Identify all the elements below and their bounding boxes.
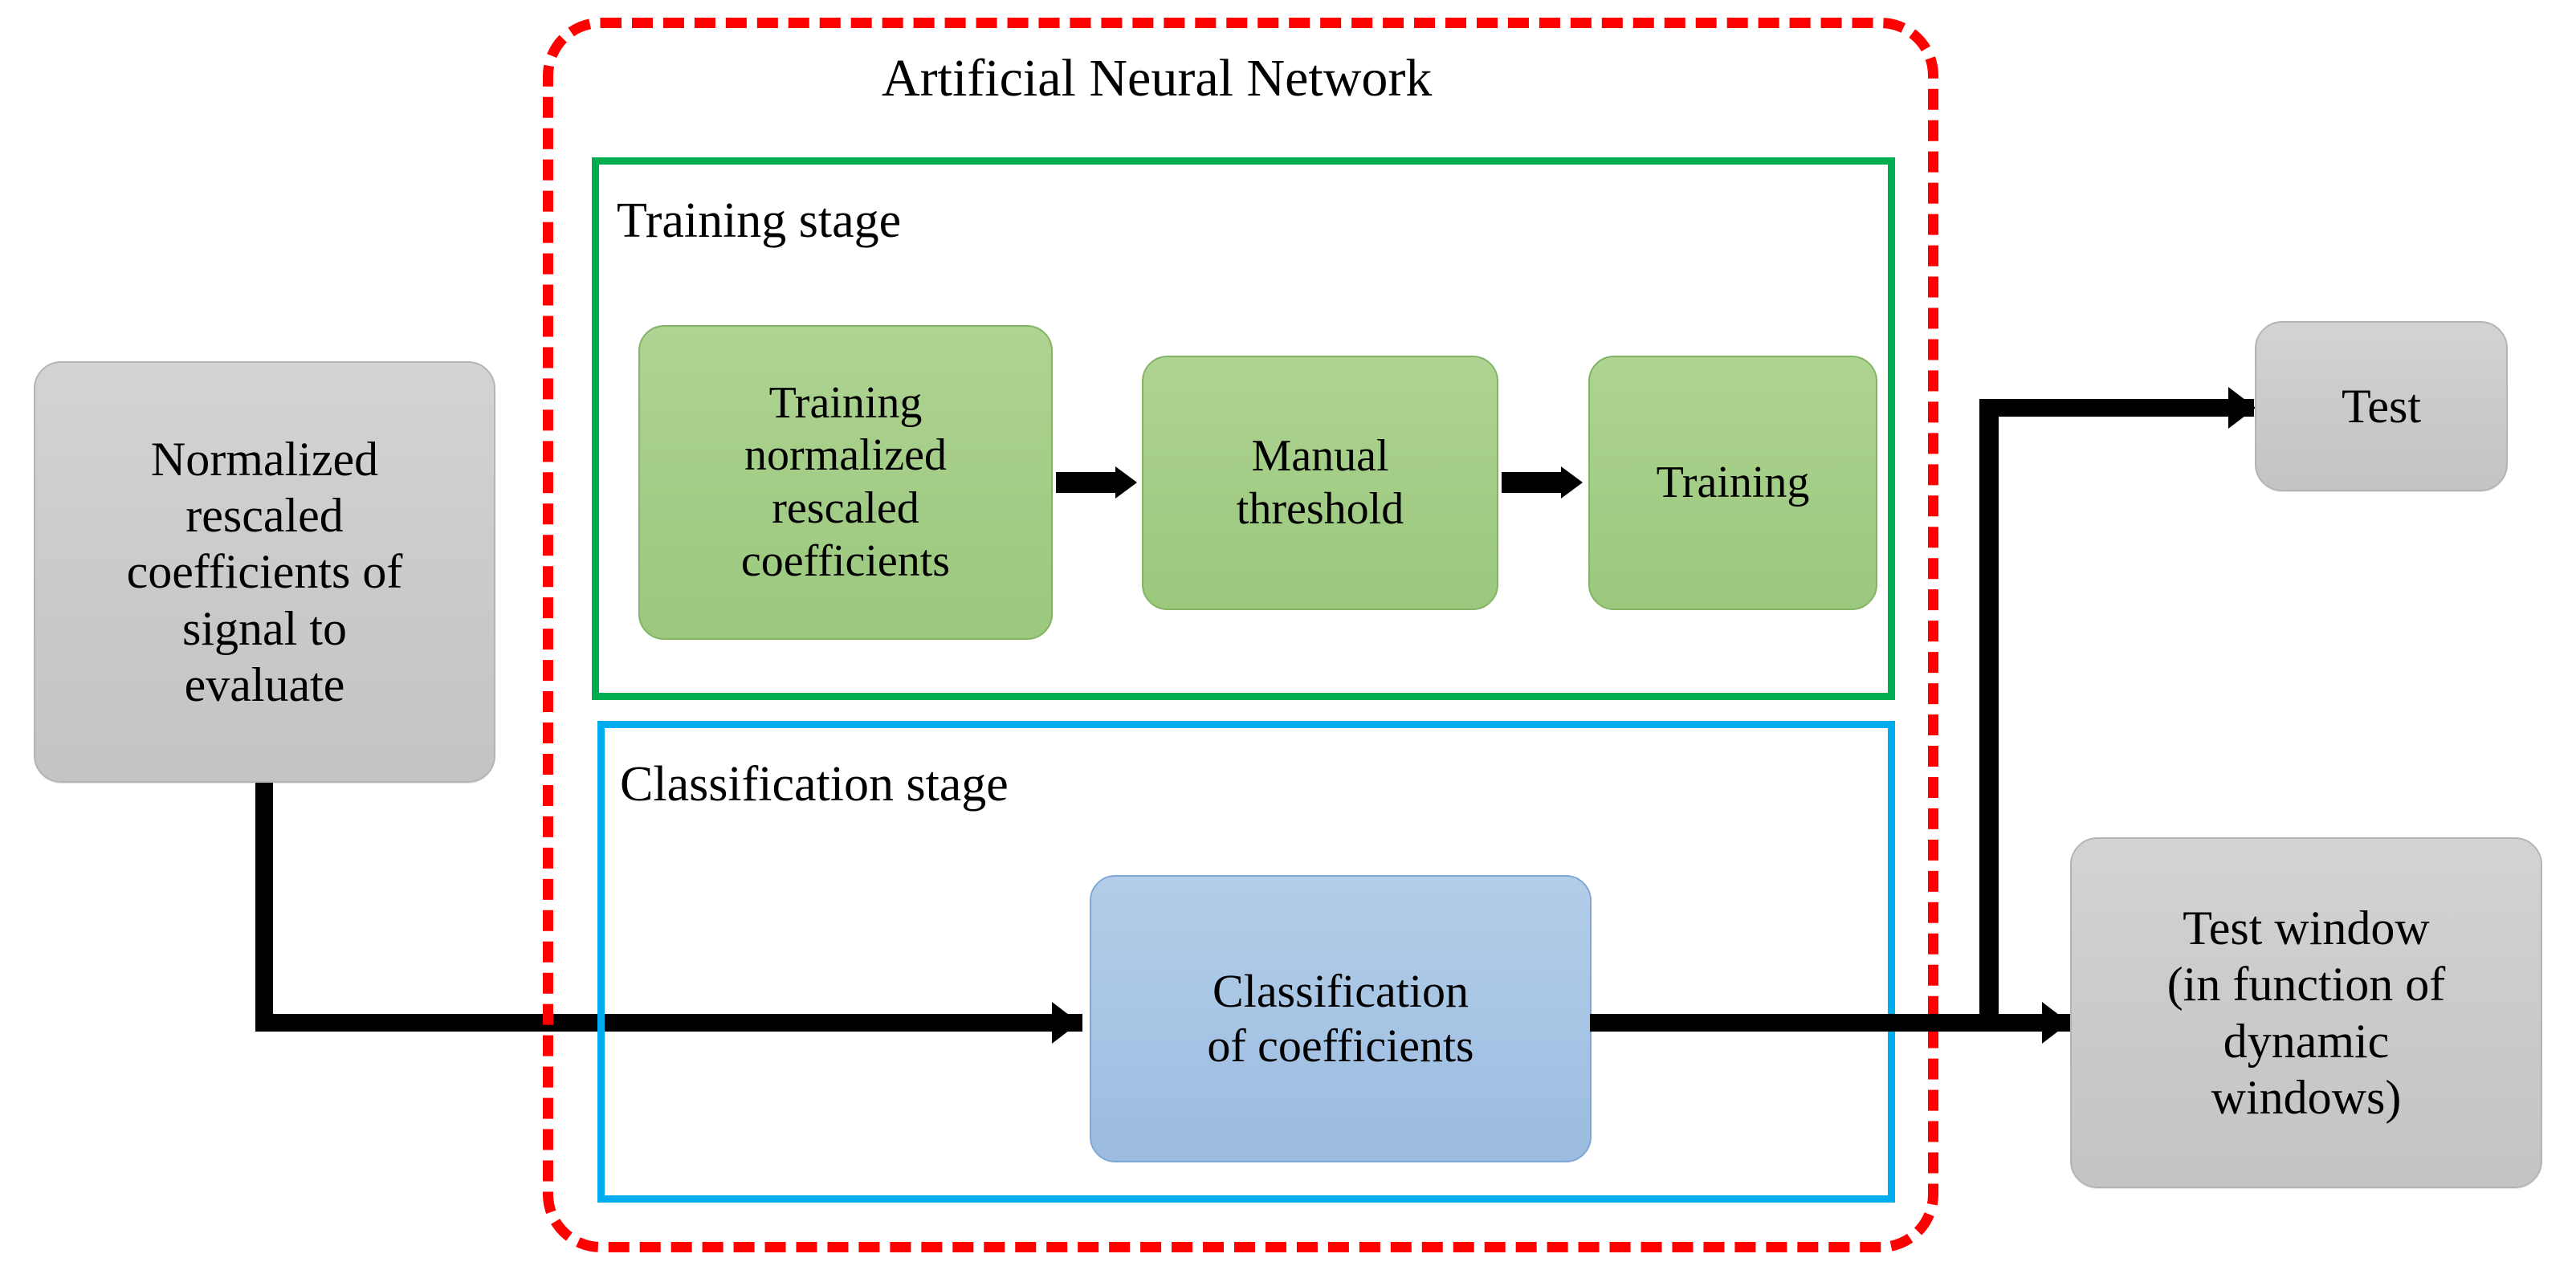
node-manual-threshold[interactable]: Manual threshold	[1142, 356, 1498, 610]
ann-container-frame	[543, 18, 1938, 1252]
connector-input-vertical	[255, 783, 273, 1032]
node-training-normalized-rescaled-coefficients[interactable]: Training normalized rescaled coefficient…	[638, 325, 1053, 640]
connector-classification-out	[1590, 1014, 2072, 1032]
connector-input-horizontal	[255, 1014, 1082, 1032]
classification-stage-frame	[597, 721, 1895, 1203]
node-training[interactable]: Training	[1588, 356, 1877, 610]
arrowhead-to-classification	[1052, 1002, 1079, 1044]
node-classification-of-coefficients[interactable]: Classification of coefficients	[1090, 875, 1592, 1162]
output-node-test-window[interactable]: Test window (in function of dynamic wind…	[2070, 837, 2542, 1188]
connector-branch-riser	[1979, 399, 1999, 1032]
classification-stage-label: Classification stage	[620, 757, 1009, 812]
connector-training-to-threshold	[1056, 472, 1120, 493]
ann-container-title: Artificial Neural Network	[882, 49, 1433, 108]
output-node-test[interactable]: Test	[2255, 321, 2508, 491]
arrowhead-to-manual-threshold	[1115, 466, 1137, 499]
connector-threshold-to-training	[1502, 472, 1566, 493]
training-stage-frame	[592, 157, 1895, 700]
connector-to-test	[1979, 399, 2254, 417]
training-stage-label: Training stage	[617, 193, 902, 248]
arrowhead-to-test-window	[2042, 1002, 2069, 1044]
arrowhead-to-training	[1561, 466, 1583, 499]
arrowhead-to-test	[2228, 387, 2256, 429]
input-node-normalized-rescaled-coefficients[interactable]: Normalized rescaled coefficients of sign…	[34, 361, 495, 783]
